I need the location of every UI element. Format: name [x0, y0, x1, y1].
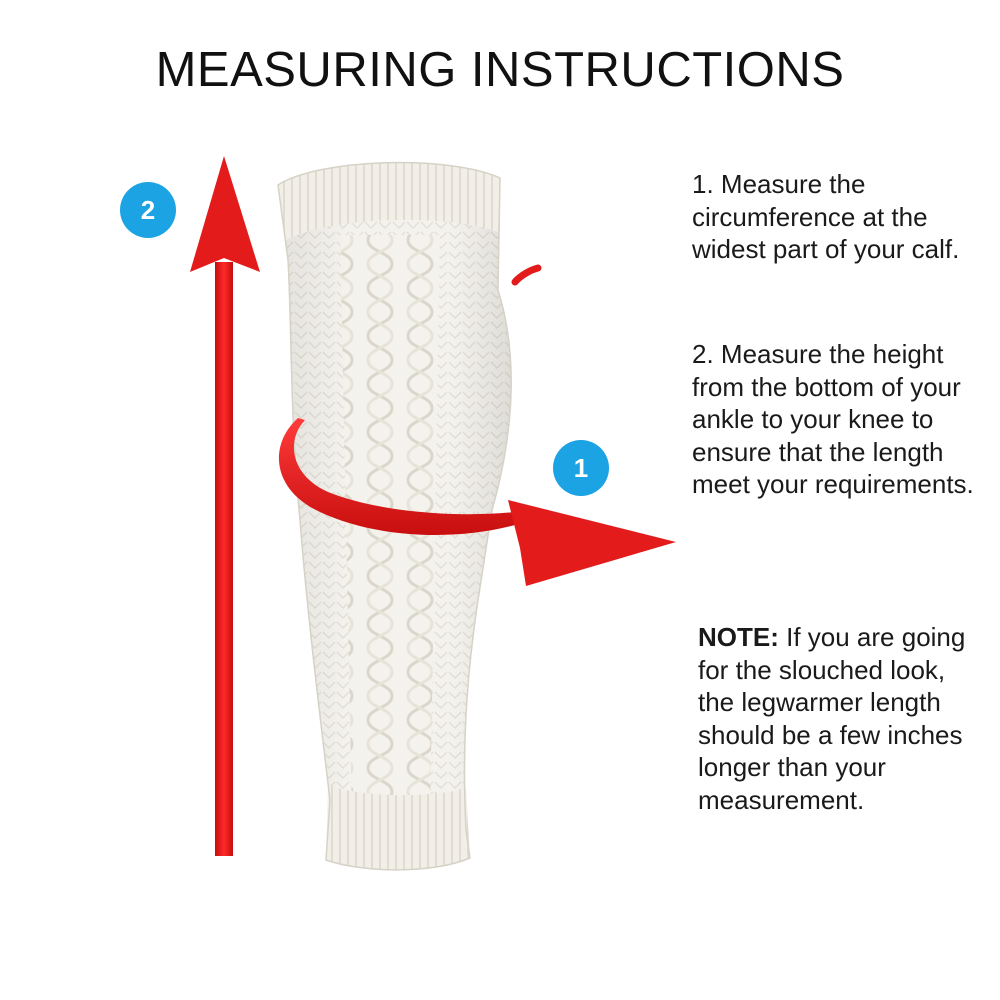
note-label: NOTE:: [698, 622, 779, 652]
step-2-instruction: 2. Measure the height from the bottom of…: [692, 339, 974, 500]
height-arrow: [190, 156, 260, 856]
step-1-badge: 1: [553, 440, 609, 496]
step-2-badge: 2: [120, 182, 176, 238]
circumference-arrow: [278, 264, 676, 586]
step-1-instruction: 1. Measure the circumference at the wide…: [692, 169, 960, 265]
note-block: NOTE: If you are going for the slouched …: [698, 621, 988, 817]
note-text: If you are going for the slouched look, …: [698, 622, 966, 815]
page-title: MEASURING INSTRUCTIONS: [155, 43, 845, 97]
